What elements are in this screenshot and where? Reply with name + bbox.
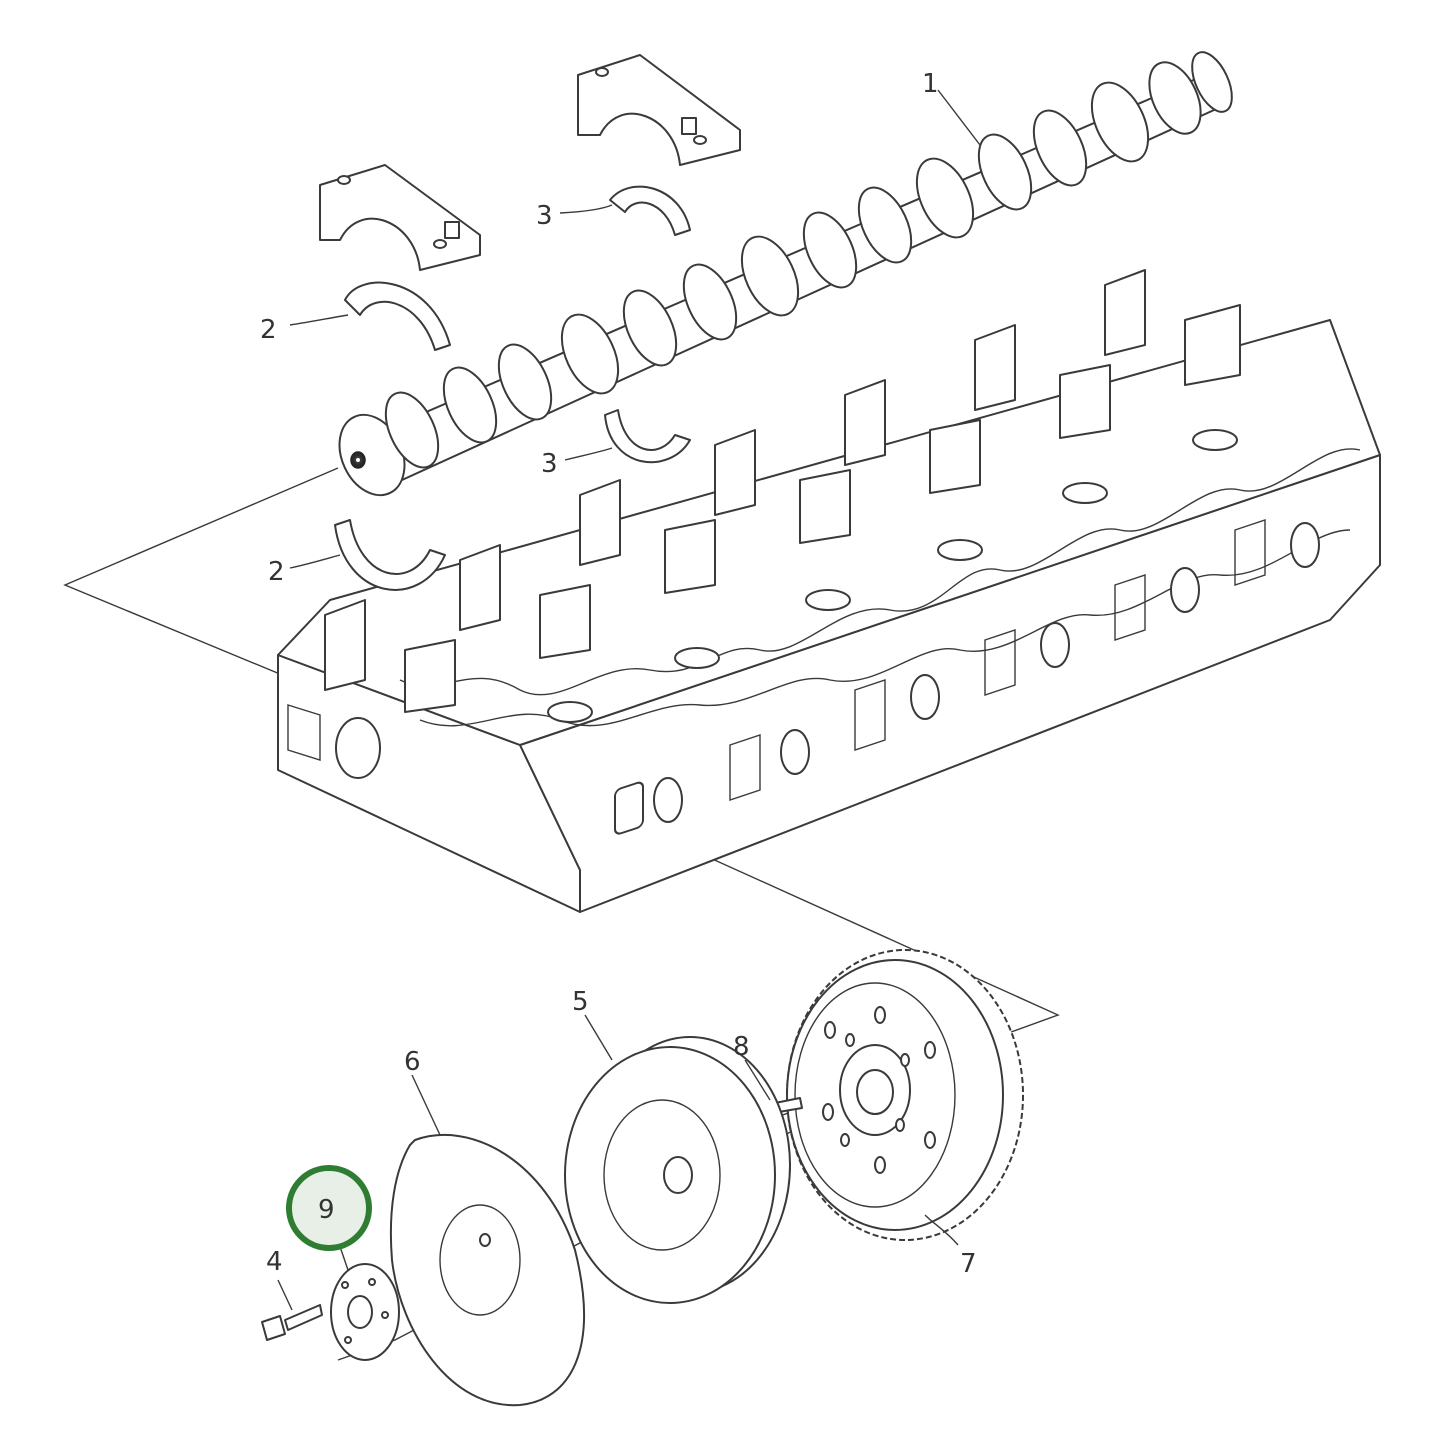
callout-1: 1 [922, 69, 939, 99]
callout-5: 5 [572, 987, 589, 1017]
hub-washer [330, 1263, 400, 1361]
callout-2-lower: 2 [268, 557, 285, 587]
callout-7: 7 [960, 1249, 977, 1279]
callouts: 1 2 2 3 3 4 5 6 7 8 9 [260, 69, 977, 1279]
bearing-shell-upper-3 [609, 185, 691, 236]
bearing-saddles [324, 269, 1241, 713]
callout-3-lower: 3 [541, 449, 558, 479]
bolt [261, 1304, 323, 1341]
bearing-shell-lower-3 [604, 409, 691, 464]
bearing-shell-lower-2 [334, 519, 446, 591]
camshaft [338, 51, 1233, 497]
camshaft-gear [786, 949, 1024, 1241]
callout-2-upper: 2 [260, 315, 277, 345]
cylinder-head [277, 269, 1381, 913]
callout-9: 9 [318, 1195, 335, 1225]
leader-lines [277, 89, 981, 1311]
bearing-cap-left [319, 164, 481, 271]
callout-6: 6 [404, 1047, 421, 1077]
callout-4: 4 [266, 1247, 283, 1277]
drive-plate [389, 1134, 585, 1407]
vibration-damper [564, 1036, 791, 1304]
callout-9-highlight-ring [286, 1165, 372, 1251]
bearing-shell-upper-2 [344, 281, 451, 351]
camshaft-lobes [384, 51, 1233, 469]
callout-3-upper: 3 [536, 201, 553, 231]
bearing-cap-right [577, 54, 741, 166]
callout-8: 8 [733, 1032, 750, 1062]
